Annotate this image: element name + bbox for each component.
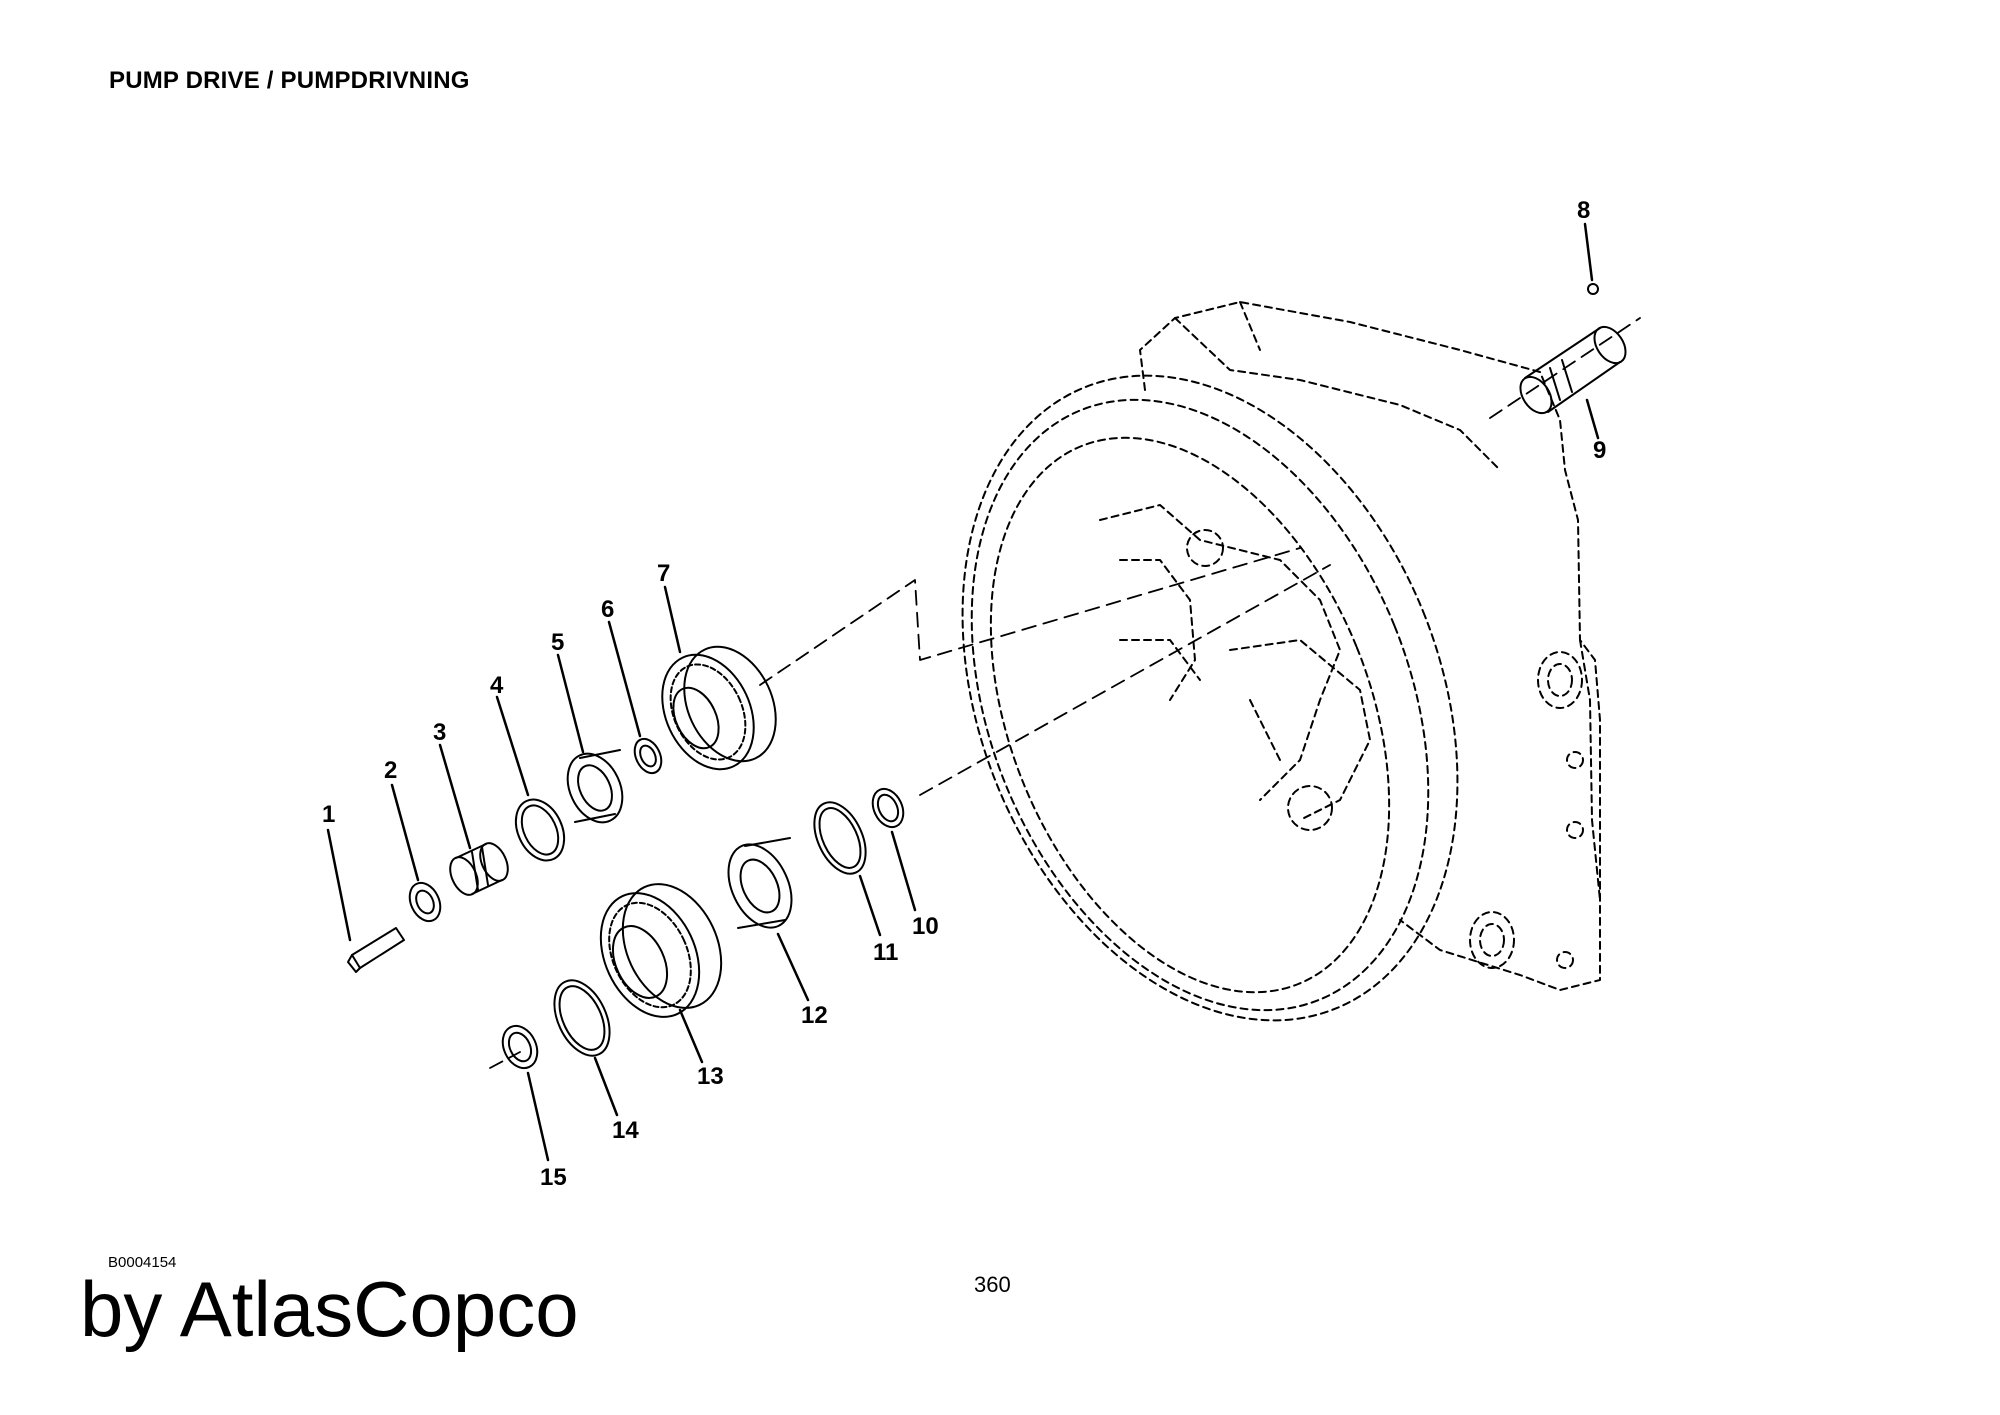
callout-13: 13 <box>697 1063 724 1090</box>
callout-12: 12 <box>801 1002 828 1029</box>
callout-3: 3 <box>433 719 446 746</box>
callout-5: 5 <box>551 629 564 656</box>
callout-14: 14 <box>612 1117 639 1144</box>
callout-labels: 1 2 3 4 5 6 7 8 9 10 11 12 13 14 15 <box>322 197 1606 1191</box>
part-9-sleeve <box>1519 325 1627 440</box>
part-13-gear <box>599 883 723 1064</box>
part-1-bolt <box>326 828 405 973</box>
callout-1: 1 <box>322 801 335 828</box>
callout-6: 6 <box>601 596 614 623</box>
brand-watermark: by AtlasCopco <box>80 1265 579 1353</box>
callout-15: 15 <box>540 1164 567 1191</box>
part-3-spacer <box>438 743 509 896</box>
part-11-ring <box>813 801 882 937</box>
callout-9: 9 <box>1593 437 1606 464</box>
part-10-ring <box>871 787 917 912</box>
page-number: 360 <box>974 1272 1011 1297</box>
part-14-ring <box>553 979 619 1117</box>
callout-2: 2 <box>384 757 397 784</box>
pump-drive-housing <box>961 301 1601 1022</box>
callout-11: 11 <box>873 939 898 966</box>
callout-10: 10 <box>912 913 939 940</box>
part-5-bearing <box>556 653 624 824</box>
part-12-bearing <box>727 837 810 1002</box>
page-title: PUMP DRIVE / PUMPDRIVNING <box>109 67 470 94</box>
part-2-washer <box>390 783 442 923</box>
part-7-gear <box>661 585 777 771</box>
part-4-ring <box>495 695 566 862</box>
callout-8: 8 <box>1577 197 1590 224</box>
callout-7: 7 <box>657 560 670 587</box>
callout-4: 4 <box>490 672 504 699</box>
part-15-ring <box>501 1024 550 1162</box>
part-8-pin <box>1583 222 1599 295</box>
part-6-snap-ring <box>607 620 663 775</box>
drawing-code: B0004154 <box>108 1254 177 1271</box>
